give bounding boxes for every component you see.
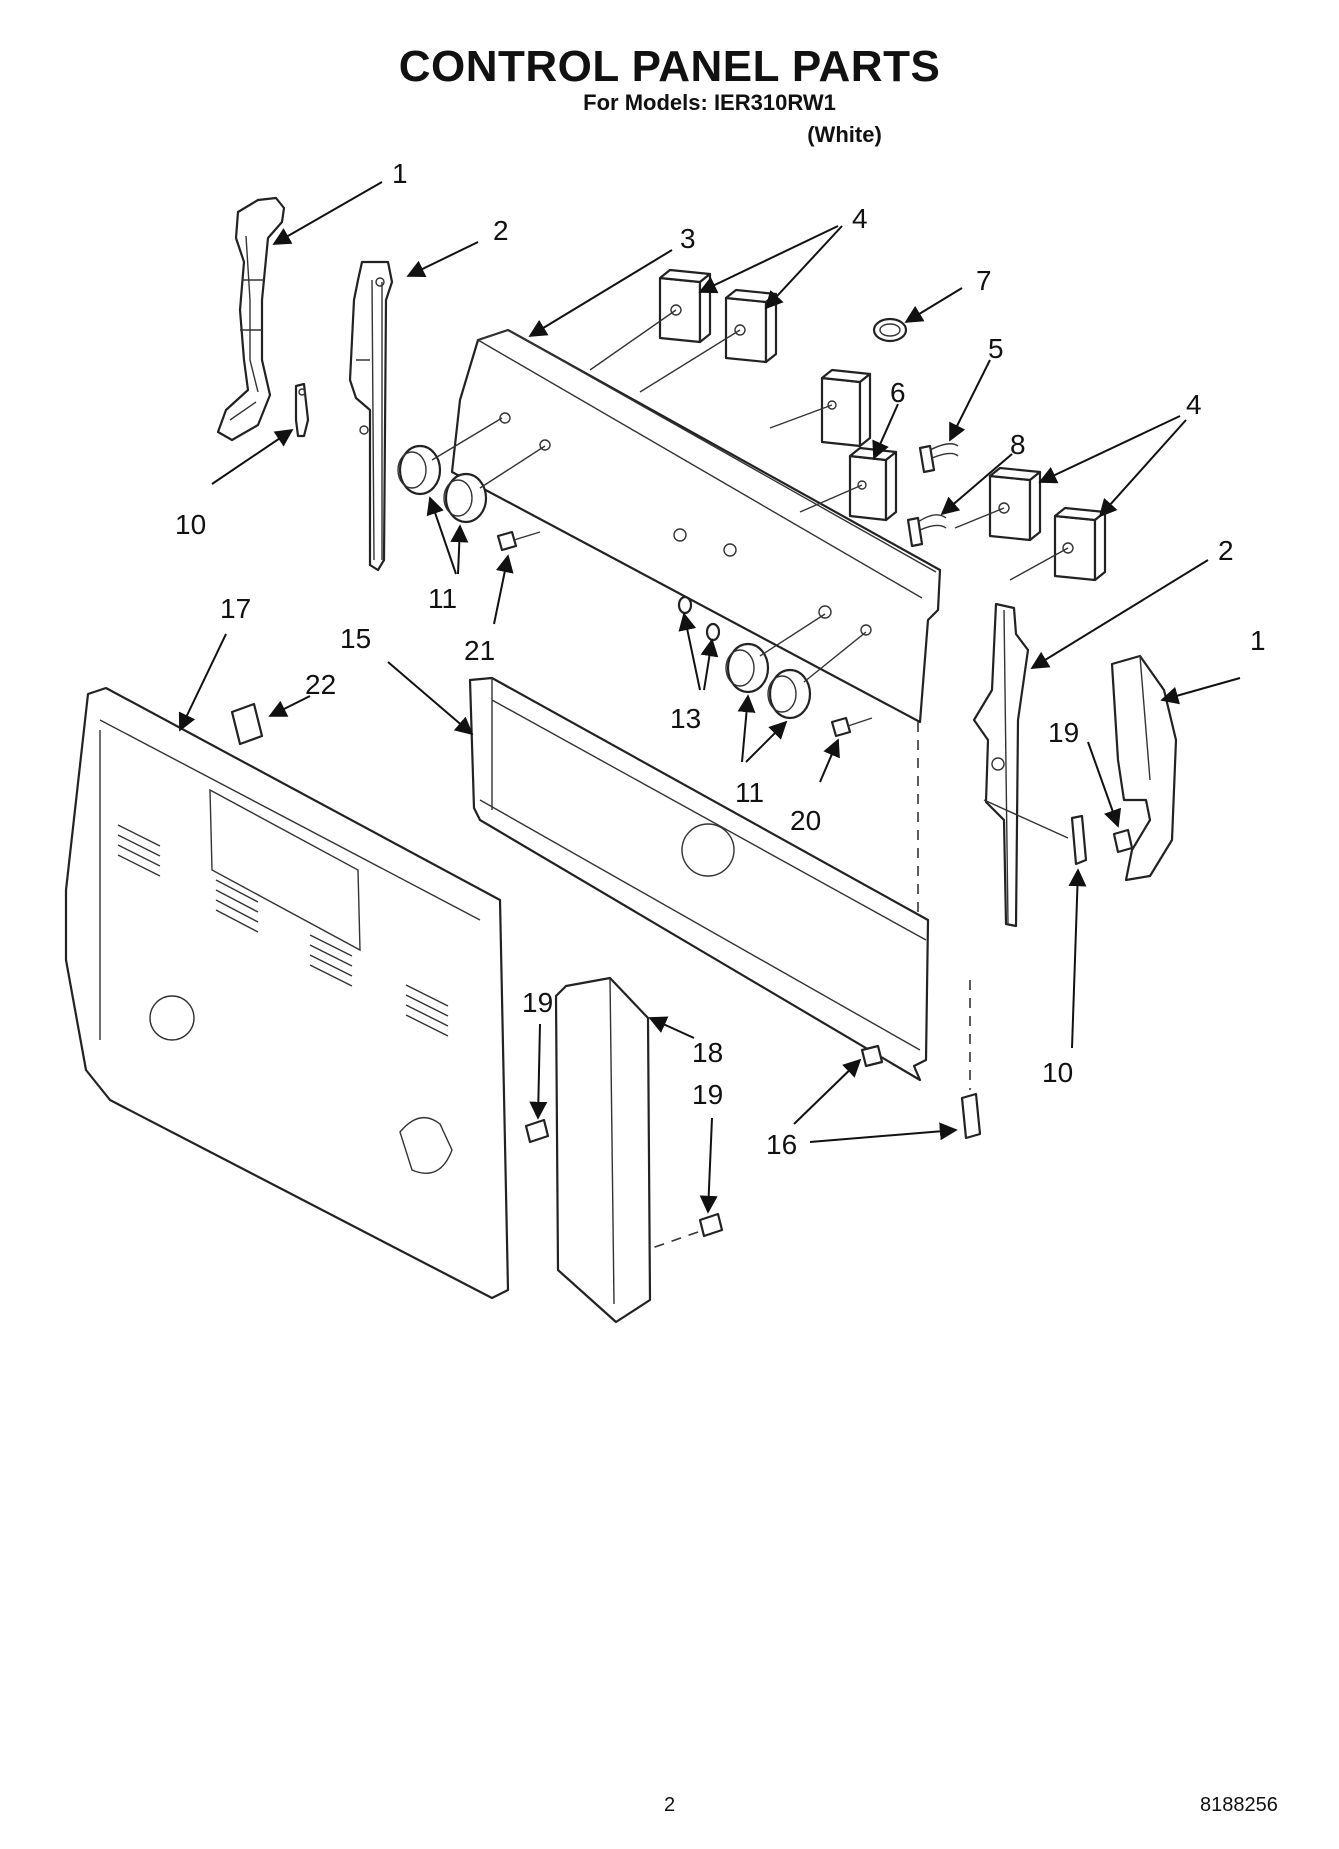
part-screw-19-right [1112,828,1134,854]
model-number: For Models: IER310RW1 [583,90,836,115]
part-side-bracket-right [972,602,1030,928]
part-clip-right [1070,814,1088,866]
document-number: 8188256 [1200,1794,1278,1816]
callout-4-upper: 4 [852,203,868,234]
part-wire-harness-8 [906,514,947,548]
part-push-button-left [677,595,693,615]
part-screw-21 [496,530,541,552]
page-title: CONTROL PANEL PARTS [398,42,941,91]
callout-13: 13 [670,703,701,734]
callout-22: 22 [305,669,336,700]
callout-20: 20 [790,805,821,836]
callout-2-right: 2 [1218,535,1234,566]
part-knob-upper-left [397,444,442,496]
part-push-button-right [705,622,721,642]
callout-2-left: 2 [493,215,509,246]
callout-19-center: 19 [692,1079,723,1110]
part-clip-22 [230,702,264,746]
part-infinite-switch-2 [724,288,778,364]
callout-1-left: 1 [392,158,408,189]
callout-8: 8 [1010,429,1026,460]
callout-17: 17 [220,593,251,624]
part-rear-panel [64,686,510,1300]
part-screw-19-center [698,1212,724,1238]
callout-16: 16 [766,1129,797,1160]
part-wire-harness-5 [918,443,959,474]
part-screw-16-right [960,1092,982,1140]
callout-7: 7 [976,265,992,296]
callout-4-lower: 4 [1186,389,1202,420]
part-infinite-switch-1 [658,268,712,344]
callout-3: 3 [680,223,696,254]
part-panel-frame [468,676,930,1082]
callout-10-right: 10 [1042,1057,1073,1088]
model-color: (White) [807,122,882,147]
callout-21: 21 [464,635,495,666]
part-screw-20 [830,716,873,738]
callout-labels: 1 2 3 4 7 5 6 8 4 2 1 10 11 21 17 15 22 … [175,158,1266,1160]
part-end-cap-left [216,196,286,442]
callout-1-right: 1 [1250,625,1266,656]
part-knob-lower-left [725,642,770,694]
part-screw-19-left [524,1118,550,1144]
part-indicator-light [872,317,908,343]
part-bracket-18 [554,976,652,1324]
part-knob-upper-right [443,472,488,524]
callout-19-left: 19 [522,987,553,1018]
part-side-bracket-left [348,260,394,572]
callout-10-left: 10 [175,509,206,540]
part-knob-lower-right [767,668,812,720]
callout-6: 6 [890,377,906,408]
callout-15: 15 [340,623,371,654]
part-screw-16-left [860,1044,884,1068]
part-control-panel-body [450,328,942,724]
callout-11-lower: 11 [735,777,764,808]
part-infinite-switch-3 [988,466,1042,542]
callout-18: 18 [692,1037,723,1068]
part-thermostat-1 [820,368,872,448]
callout-leaders [178,181,1241,1214]
callout-19-right: 19 [1048,717,1079,748]
callout-5: 5 [988,333,1004,364]
part-infinite-switch-4 [1053,506,1107,582]
page-number: 2 [663,1794,676,1816]
part-clip-left [294,382,310,438]
callout-11-upper: 11 [428,583,457,614]
part-thermostat-2 [848,446,898,522]
